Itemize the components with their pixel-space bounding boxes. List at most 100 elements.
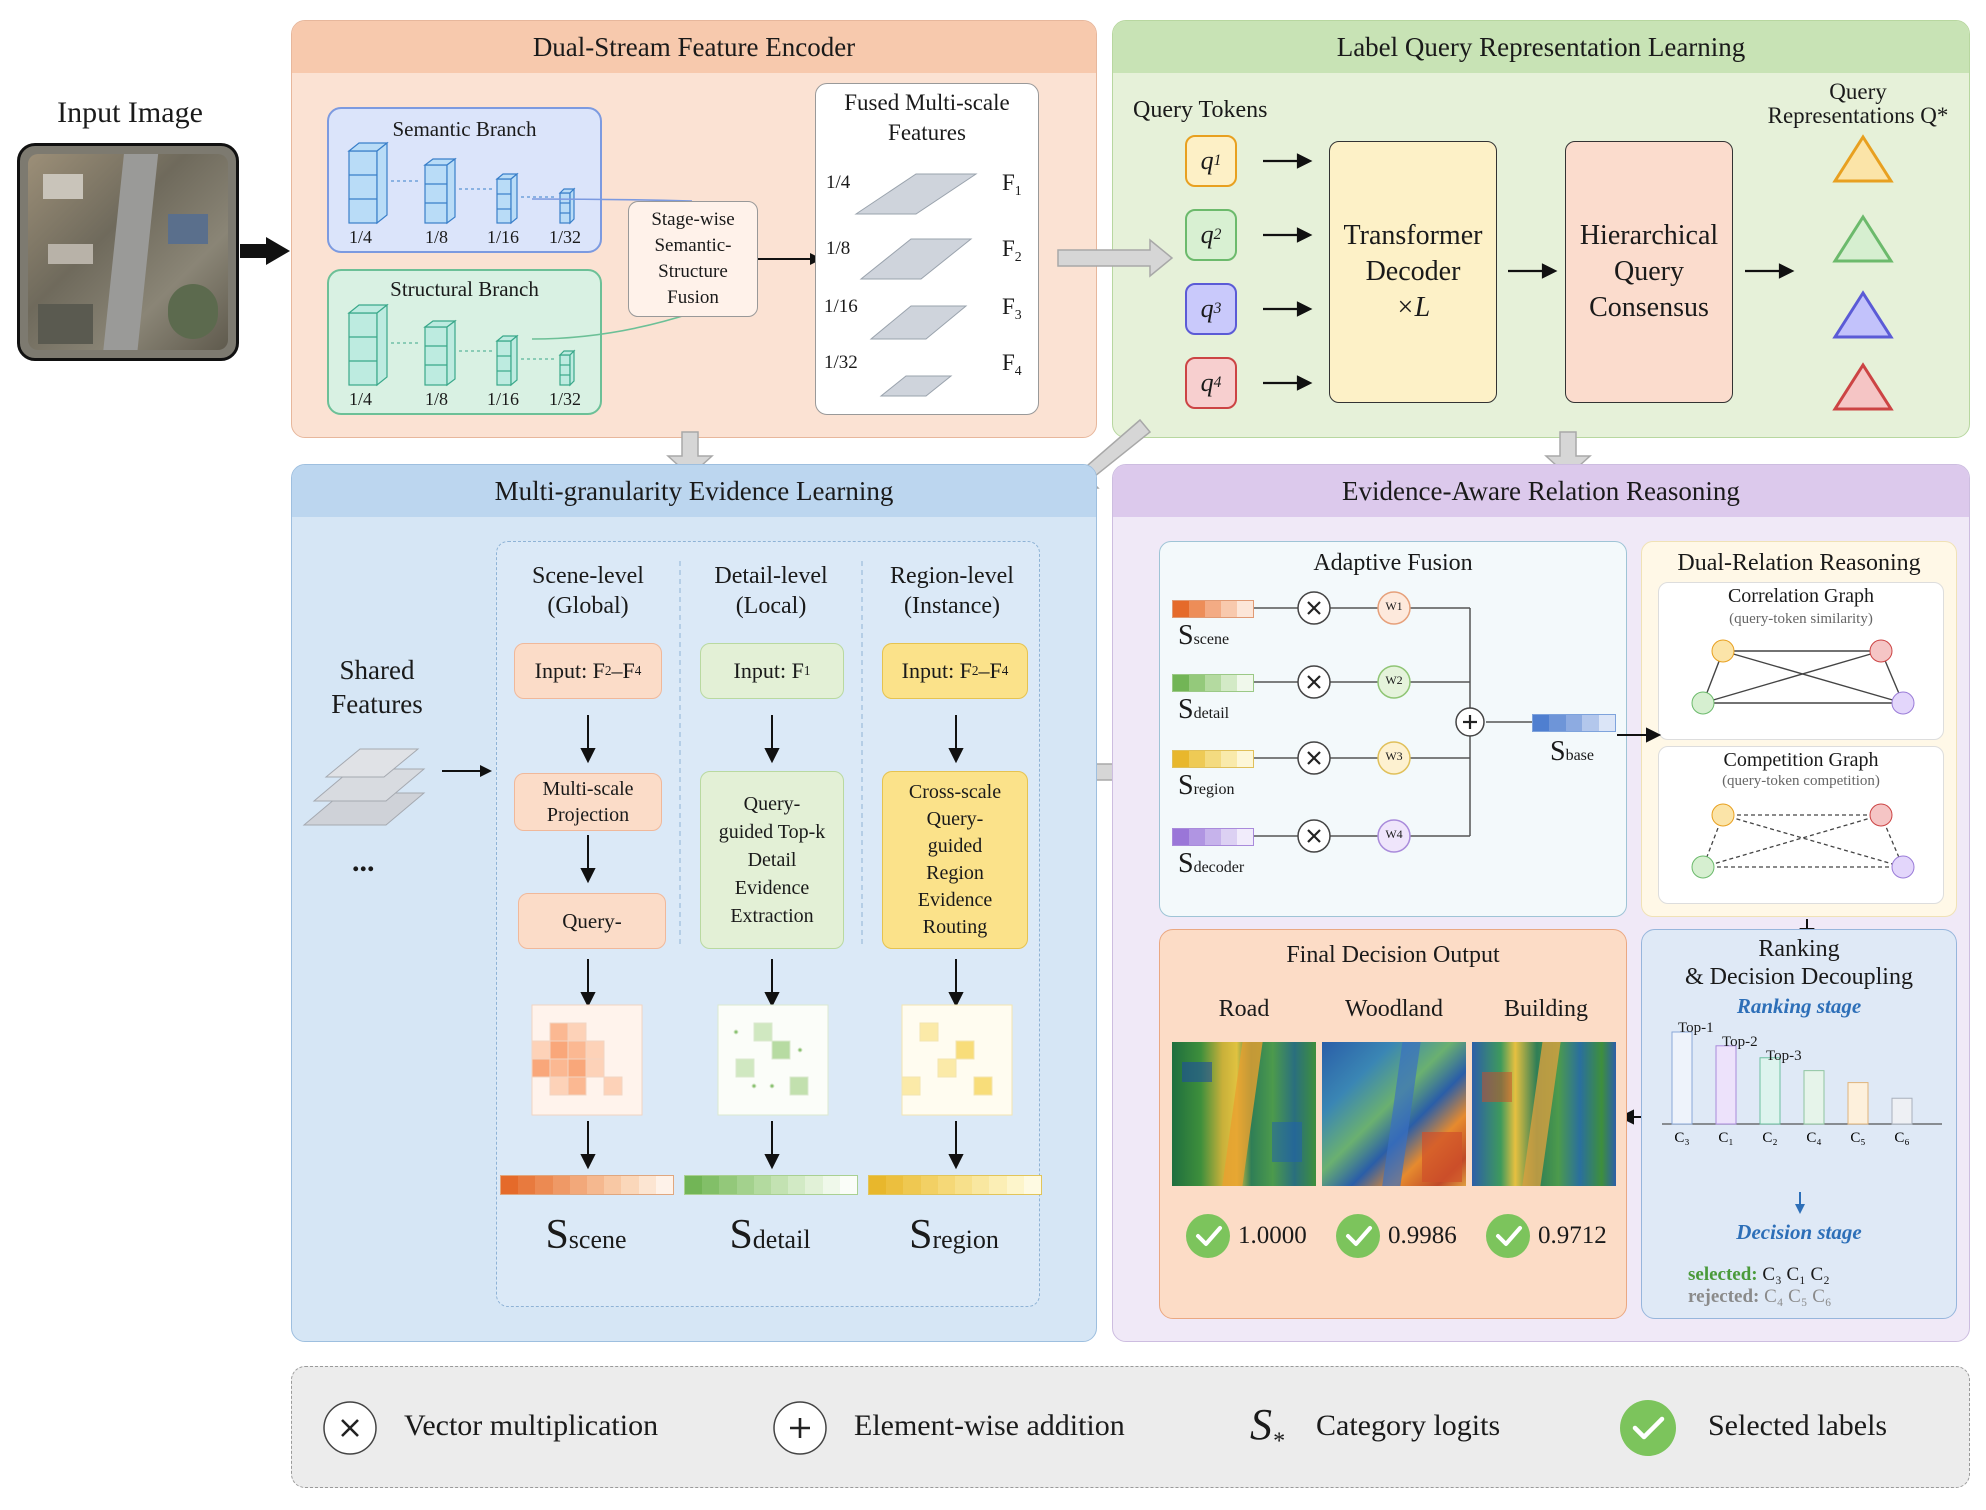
score-road: 1.0000 bbox=[1238, 1222, 1307, 1249]
top-1-label: Top-1 bbox=[1678, 1020, 1714, 1036]
semantic-scale-4: 1/32 bbox=[549, 227, 582, 247]
token-q1-sub: 1 bbox=[1213, 152, 1222, 169]
s-decoder: Sdecoder bbox=[1178, 848, 1244, 880]
s-detail: Sdetail bbox=[1178, 694, 1229, 726]
detail-score-sym: S bbox=[729, 1212, 753, 1258]
decoder-line-1: Transformer bbox=[1343, 220, 1483, 251]
rejected-label: rejected: bbox=[1688, 1286, 1760, 1307]
s-base: Sbase bbox=[1550, 736, 1594, 768]
comp-title: Competition Graph bbox=[1723, 749, 1879, 771]
token-q3-sub: 3 bbox=[1213, 300, 1222, 317]
corr-edges bbox=[1691, 639, 1915, 715]
detail-extraction: Query- guided Top-k Detail Evidence Extr… bbox=[700, 771, 844, 949]
rejected-values: C₄ C₅ C₆ bbox=[1764, 1286, 1832, 1307]
evidence-title: Multi-granularity Evidence Learning bbox=[292, 465, 1096, 517]
fused-scale-3: 1/16 bbox=[824, 296, 858, 317]
fused-f2-sub: 2 bbox=[1014, 248, 1022, 264]
input-image bbox=[17, 143, 239, 361]
shared-features-2: Features bbox=[331, 689, 423, 719]
shared-features-dots: ... bbox=[352, 845, 375, 878]
input-arrow-head bbox=[266, 237, 290, 265]
detail-score-bar bbox=[684, 1175, 858, 1195]
fused-f3: F3 bbox=[1002, 294, 1022, 323]
s-decoder-sym: S bbox=[1178, 848, 1194, 879]
legend-sel: Selected labels bbox=[1708, 1409, 1888, 1442]
scene-gem-pooling: Query- bbox=[518, 893, 666, 949]
heatmap-building bbox=[1472, 1042, 1616, 1186]
token-q2-sub: 2 bbox=[1213, 226, 1222, 243]
rank-bar-1 bbox=[1671, 1031, 1693, 1125]
fused-f1: F1 bbox=[1002, 170, 1022, 199]
scene-mini-bar bbox=[1172, 600, 1254, 618]
w3-label: W3 bbox=[1385, 749, 1403, 763]
rank-title-1: Ranking bbox=[1758, 936, 1840, 962]
rank-bar-label-5: C₅ bbox=[1850, 1130, 1865, 1146]
w4-label: W4 bbox=[1385, 827, 1403, 841]
fused-f2-sym: F bbox=[1002, 236, 1015, 261]
legend-mult: Vector multiplication bbox=[404, 1409, 659, 1442]
comp-edges bbox=[1691, 803, 1915, 879]
ranking-stage-label: Ranking stage bbox=[1736, 994, 1862, 1018]
region-routing: Cross-scale Query- guided Region Evidenc… bbox=[882, 771, 1028, 949]
heatmap-woodland bbox=[1322, 1042, 1466, 1186]
fusion-line-3: Structure bbox=[658, 261, 728, 282]
extraction-line-2: guided Top-k bbox=[718, 821, 826, 843]
fusion-graph bbox=[1252, 591, 1532, 853]
rank-bar-label-6: C₆ bbox=[1894, 1130, 1909, 1146]
fused-title-1: Fused Multi-scale bbox=[844, 90, 1010, 115]
s-base-sub: base bbox=[1565, 747, 1595, 764]
fused-layers bbox=[854, 173, 978, 397]
scene-score-label: Sscene bbox=[500, 1211, 672, 1259]
relation-title: Evidence-Aware Relation Reasoning bbox=[1113, 465, 1969, 517]
legend-logit-sym: S bbox=[1250, 1400, 1272, 1449]
fused-f1-sym: F bbox=[1002, 170, 1015, 195]
scene-score-bar bbox=[500, 1175, 674, 1195]
semantic-scale-2: 1/8 bbox=[425, 227, 449, 247]
selected-values: C₃ C₁ C₂ bbox=[1762, 1264, 1830, 1285]
fusion-box: Stage-wise Semantic- Structure Fusion bbox=[628, 201, 758, 317]
score-building: 0.9712 bbox=[1538, 1222, 1607, 1249]
fusion-line-4: Fusion bbox=[667, 287, 719, 308]
scene-head-2: (Global) bbox=[547, 593, 629, 619]
fused-scale-4: 1/32 bbox=[824, 352, 858, 373]
s-base-sym: S bbox=[1550, 736, 1566, 767]
rank-bar-label-1: C₃ bbox=[1674, 1130, 1689, 1146]
rank-bar-label-2: C₁ bbox=[1718, 1130, 1733, 1146]
legend-icons bbox=[323, 1400, 1676, 1456]
rank-title-2: & Decision Decoupling bbox=[1685, 964, 1913, 990]
selected-label: selected: bbox=[1688, 1264, 1758, 1285]
detail-score-label: Sdetail bbox=[684, 1211, 856, 1259]
region-head-1: Region-level bbox=[890, 563, 1014, 589]
encoder-panel: Dual-Stream Feature Encoder Semantic Bra… bbox=[291, 20, 1097, 438]
score-woodland: 0.9986 bbox=[1388, 1222, 1457, 1249]
consensus-line-1: Hierarchical bbox=[1579, 220, 1719, 251]
region-score-label: Sregion bbox=[868, 1211, 1040, 1259]
token-q2-sym: q bbox=[1200, 220, 1214, 249]
fused-f3-sub: 3 bbox=[1014, 306, 1022, 322]
semantic-scale-3: 1/16 bbox=[487, 227, 520, 247]
query-title: Label Query Representation Learning bbox=[1113, 21, 1969, 73]
s-region-sub: region bbox=[1193, 781, 1235, 798]
rank-bar-4 bbox=[1803, 1070, 1825, 1125]
semantic-branch: Semantic Branch 1/4 1/8 1/16 1/32 bbox=[327, 107, 602, 253]
input-arrow bbox=[240, 244, 270, 258]
relation-panel: Evidence-Aware Relation Reasoning Adapti… bbox=[1112, 464, 1970, 1342]
dual-relation-title: Dual-Relation Reasoning bbox=[1677, 550, 1921, 576]
region-score-bar bbox=[868, 1175, 1042, 1195]
fused-f1-sub: 1 bbox=[1014, 182, 1022, 198]
s-scene: Sscene bbox=[1178, 620, 1229, 652]
selected-row: selected: C₃ C₁ C₂ bbox=[1688, 1264, 1830, 1286]
rank-bar-label-4: C₄ bbox=[1806, 1130, 1821, 1146]
routing-line-5: Evidence bbox=[917, 889, 993, 911]
fused-f4: F4 bbox=[1002, 350, 1022, 379]
check-icons bbox=[1186, 1214, 1530, 1258]
detail-head-1: Detail-level bbox=[714, 563, 828, 589]
scene-head-1: Scene-level bbox=[532, 563, 644, 589]
fused-f3-sym: F bbox=[1002, 294, 1015, 319]
projection-line-2: Projection bbox=[546, 804, 630, 826]
region-score-sym: S bbox=[909, 1212, 933, 1258]
class-building: Building bbox=[1503, 996, 1588, 1022]
